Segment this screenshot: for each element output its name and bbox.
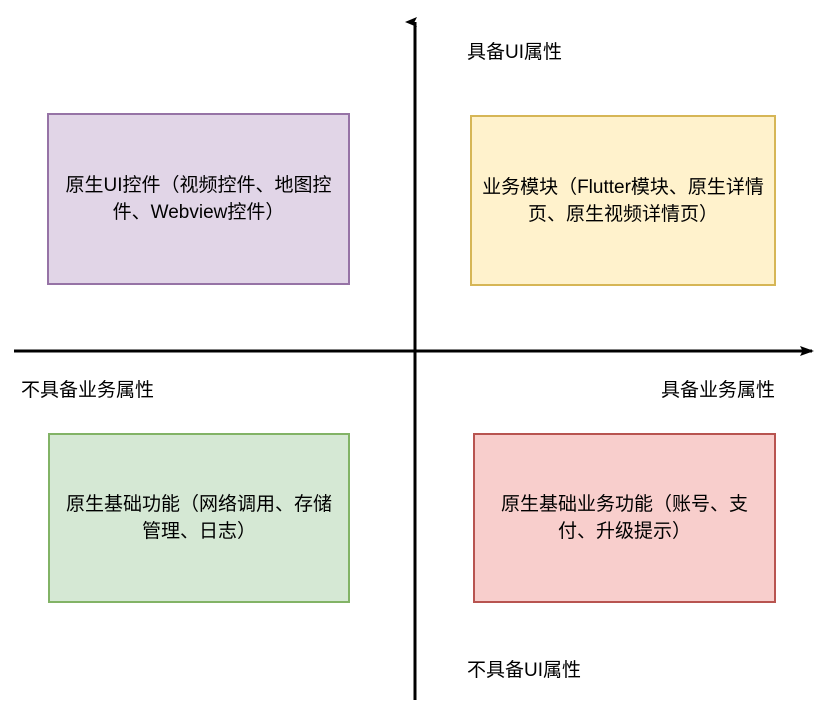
quadrant-box-business-module-label: 业务模块（Flutter模块、原生详情页、原生视频详情页） (482, 176, 764, 225)
quadrant-box-native-business[interactable]: 原生基础业务功能（账号、支付、升级提示） (473, 433, 776, 603)
axis-label-has-ui: 具备UI属性 (467, 42, 563, 63)
quadrant-box-native-ui[interactable]: 原生UI控件（视频控件、地图控件、Webview控件） (47, 113, 350, 285)
axis-label-no-business: 不具备业务属性 (21, 380, 155, 401)
axis-label-has-business: 具备业务属性 (661, 380, 776, 401)
quadrant-box-business-module[interactable]: 业务模块（Flutter模块、原生详情页、原生视频详情页） (470, 115, 776, 286)
quadrant-box-native-basic-label: 原生基础功能（网络调用、存储管理、日志） (65, 494, 332, 542)
axis-label-no-ui: 不具备UI属性 (467, 660, 582, 681)
quadrant-box-native-ui-label: 原生UI控件（视频控件、地图控件、Webview控件） (65, 175, 332, 223)
quadrant-box-native-business-label: 原生基础业务功能（账号、支付、升级提示） (500, 494, 748, 542)
quadrant-box-native-basic[interactable]: 原生基础功能（网络调用、存储管理、日志） (48, 433, 350, 603)
